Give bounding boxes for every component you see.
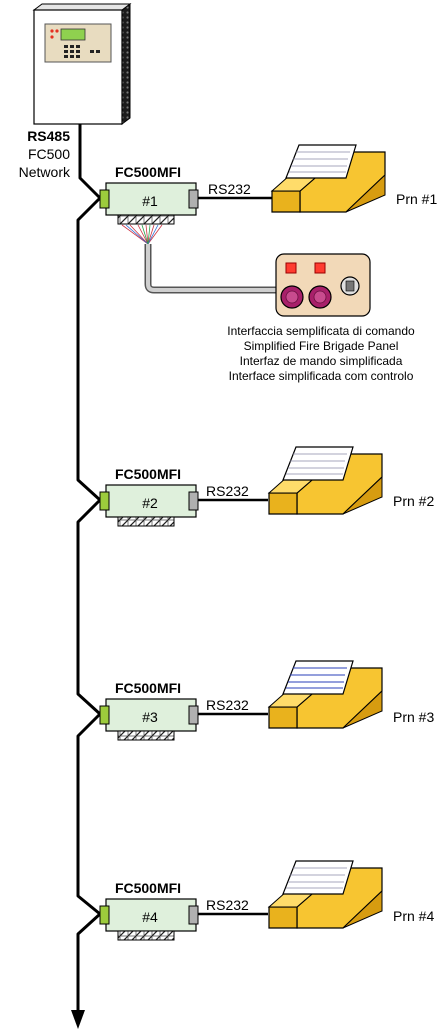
panel-cable: [121, 224, 276, 294]
printer-1: [270, 144, 386, 213]
module-model-label: FC500MFI: [115, 164, 181, 180]
panel-caption-line: Interfaz de mando simplificada: [240, 354, 403, 368]
terminal-block-icon: [117, 516, 175, 527]
printer-label: Prn #3: [393, 709, 434, 725]
serial-connector-icon: [188, 705, 199, 725]
rs232-label: RS232: [208, 181, 251, 197]
printer-2: [267, 446, 383, 515]
led-indicator-icon: [314, 262, 326, 274]
rs232-label: RS232: [206, 483, 249, 499]
rs232-label: RS232: [206, 897, 249, 913]
bus-arrow-icon: [71, 1010, 85, 1029]
terminal-block-icon: [117, 214, 175, 225]
bus-connector-icon: [99, 491, 110, 511]
terminal-block-icon: [117, 930, 175, 941]
module-id-label: #2: [142, 495, 158, 511]
fire-brigade-panel: [275, 253, 371, 317]
serial-connector-icon: [188, 491, 199, 511]
module-model-label: FC500MFI: [115, 880, 181, 896]
printer-3: [267, 660, 383, 729]
led-indicator-icon: [285, 262, 297, 274]
fc500mfi-module-2: FC500MFI #2: [99, 466, 199, 527]
fc500mfi-module-3: FC500MFI #3: [99, 680, 199, 741]
bus-connector-icon: [99, 705, 110, 725]
printer-label: Prn #1: [396, 191, 437, 207]
control-panel-unit: [32, 3, 132, 125]
module-model-label: FC500MFI: [115, 466, 181, 482]
fc500mfi-module-4: FC500MFI #4: [99, 880, 199, 941]
printer-4: [267, 860, 383, 929]
module-id-label: #4: [142, 909, 158, 925]
panel-caption-line: Simplified Fire Brigade Panel: [244, 339, 399, 353]
printer-label: Prn #4: [393, 908, 434, 924]
rs232-label: RS232: [206, 697, 249, 713]
network-name-label: FC500: [28, 146, 70, 162]
printer-label: Prn #2: [393, 493, 434, 509]
module-model-label: FC500MFI: [115, 680, 181, 696]
module-id-label: #3: [142, 709, 158, 725]
bus-connector-icon: [99, 189, 110, 209]
bus-connector-icon: [99, 905, 110, 925]
terminal-block-icon: [117, 730, 175, 741]
serial-connector-icon: [188, 905, 199, 925]
serial-connector-icon: [188, 189, 199, 209]
fc500mfi-module-1: FC500MFI #1: [99, 164, 199, 225]
panel-caption-line: Interfaccia semplificata di comando: [227, 324, 415, 338]
panel-caption-line: Interface simplificada com controlo: [229, 369, 414, 383]
rs485-bus-line: [76, 124, 102, 1010]
module-id-label: #1: [142, 193, 158, 209]
panel-display-board: [44, 23, 112, 63]
network-protocol-label: RS485: [27, 128, 70, 144]
network-word-label: Network: [19, 164, 71, 180]
